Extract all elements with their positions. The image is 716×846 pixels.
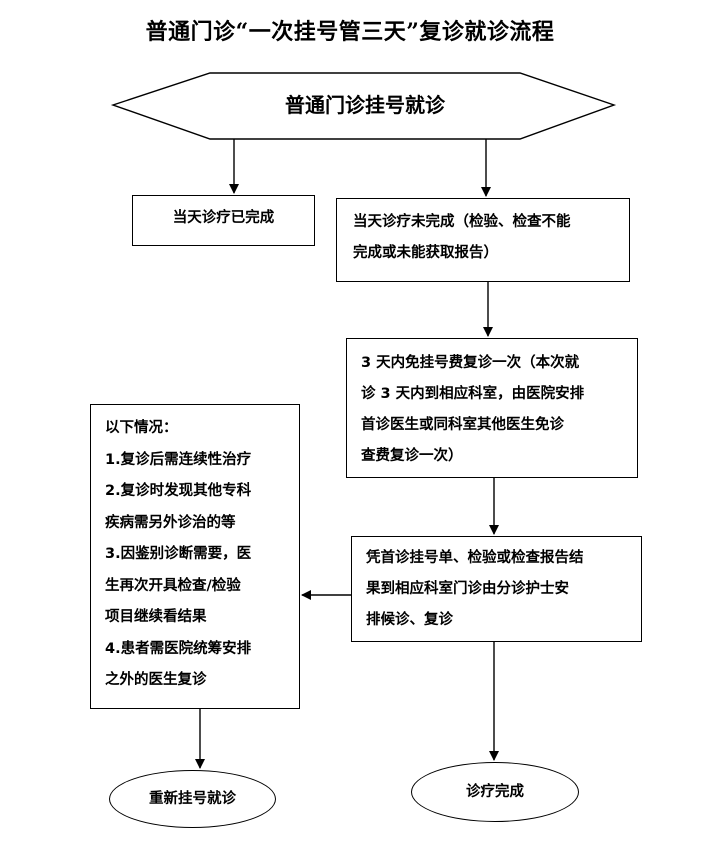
free-revisit-line: 3 天内免挂号费复诊一次（本次就	[361, 355, 580, 371]
conditions-line: 4.患者需医院统筹安排	[105, 640, 252, 657]
free-revisit-line: 首诊医生或同科室其他医生免诊	[361, 417, 564, 433]
bring-reports-line: 果到相应科室门诊由分诊护士安	[366, 581, 569, 597]
bring-reports-line: 排候诊、复诊	[366, 612, 453, 628]
page-title: 普通门诊“一次挂号管三天”复诊就诊流程	[145, 19, 555, 45]
conditions-line: 疾病需另外诊治的等	[105, 514, 236, 531]
not-completed-line: 当天诊疗未完成（检验、检查不能	[353, 214, 571, 230]
completed-box: 当天诊疗已完成	[132, 195, 315, 246]
not-completed-box: 当天诊疗未完成（检验、检查不能 完成或未能获取报告）	[336, 198, 630, 282]
conditions-heading: 以下情况：	[105, 420, 178, 436]
completed-text: 当天诊疗已完成	[172, 210, 275, 226]
free-revisit-line: 查费复诊一次）	[361, 448, 463, 464]
not-completed-line: 完成或未能获取报告）	[353, 245, 498, 261]
free-revisit-box: 3 天内免挂号费复诊一次（本次就 诊 3 天内到相应科室，由医院安排 首诊医生或…	[346, 338, 638, 478]
reregister-terminal: 重新挂号就诊	[109, 770, 276, 828]
free-revisit-line: 诊 3 天内到相应科室，由医院安排	[361, 386, 585, 402]
conditions-line: 生再次开具检查/检验	[105, 577, 241, 594]
start-hexagon	[110, 72, 617, 140]
bring-reports-line: 凭首诊挂号单、检验或检查报告结	[366, 550, 584, 566]
conditions-line: 3.因鉴别诊断需要，医	[105, 546, 252, 562]
conditions-line: 2.复诊时发现其他专科	[105, 483, 252, 499]
bring-reports-box: 凭首诊挂号单、检验或检查报告结 果到相应科室门诊由分诊护士安 排候诊、复诊	[351, 536, 642, 642]
done-label: 诊疗完成	[466, 784, 524, 800]
start-node-label: 普通门诊挂号就诊	[285, 93, 445, 117]
conditions-line: 项目继续看结果	[105, 609, 207, 625]
done-terminal: 诊疗完成	[411, 762, 579, 822]
conditions-box: 以下情况： 1.复诊后需连续性治疗 2.复诊时发现其他专科 疾病需另外诊治的等 …	[90, 404, 300, 709]
conditions-line: 之外的医生复诊	[105, 672, 207, 688]
reregister-label: 重新挂号就诊	[149, 791, 236, 807]
conditions-line: 1.复诊后需连续性治疗	[105, 451, 252, 468]
